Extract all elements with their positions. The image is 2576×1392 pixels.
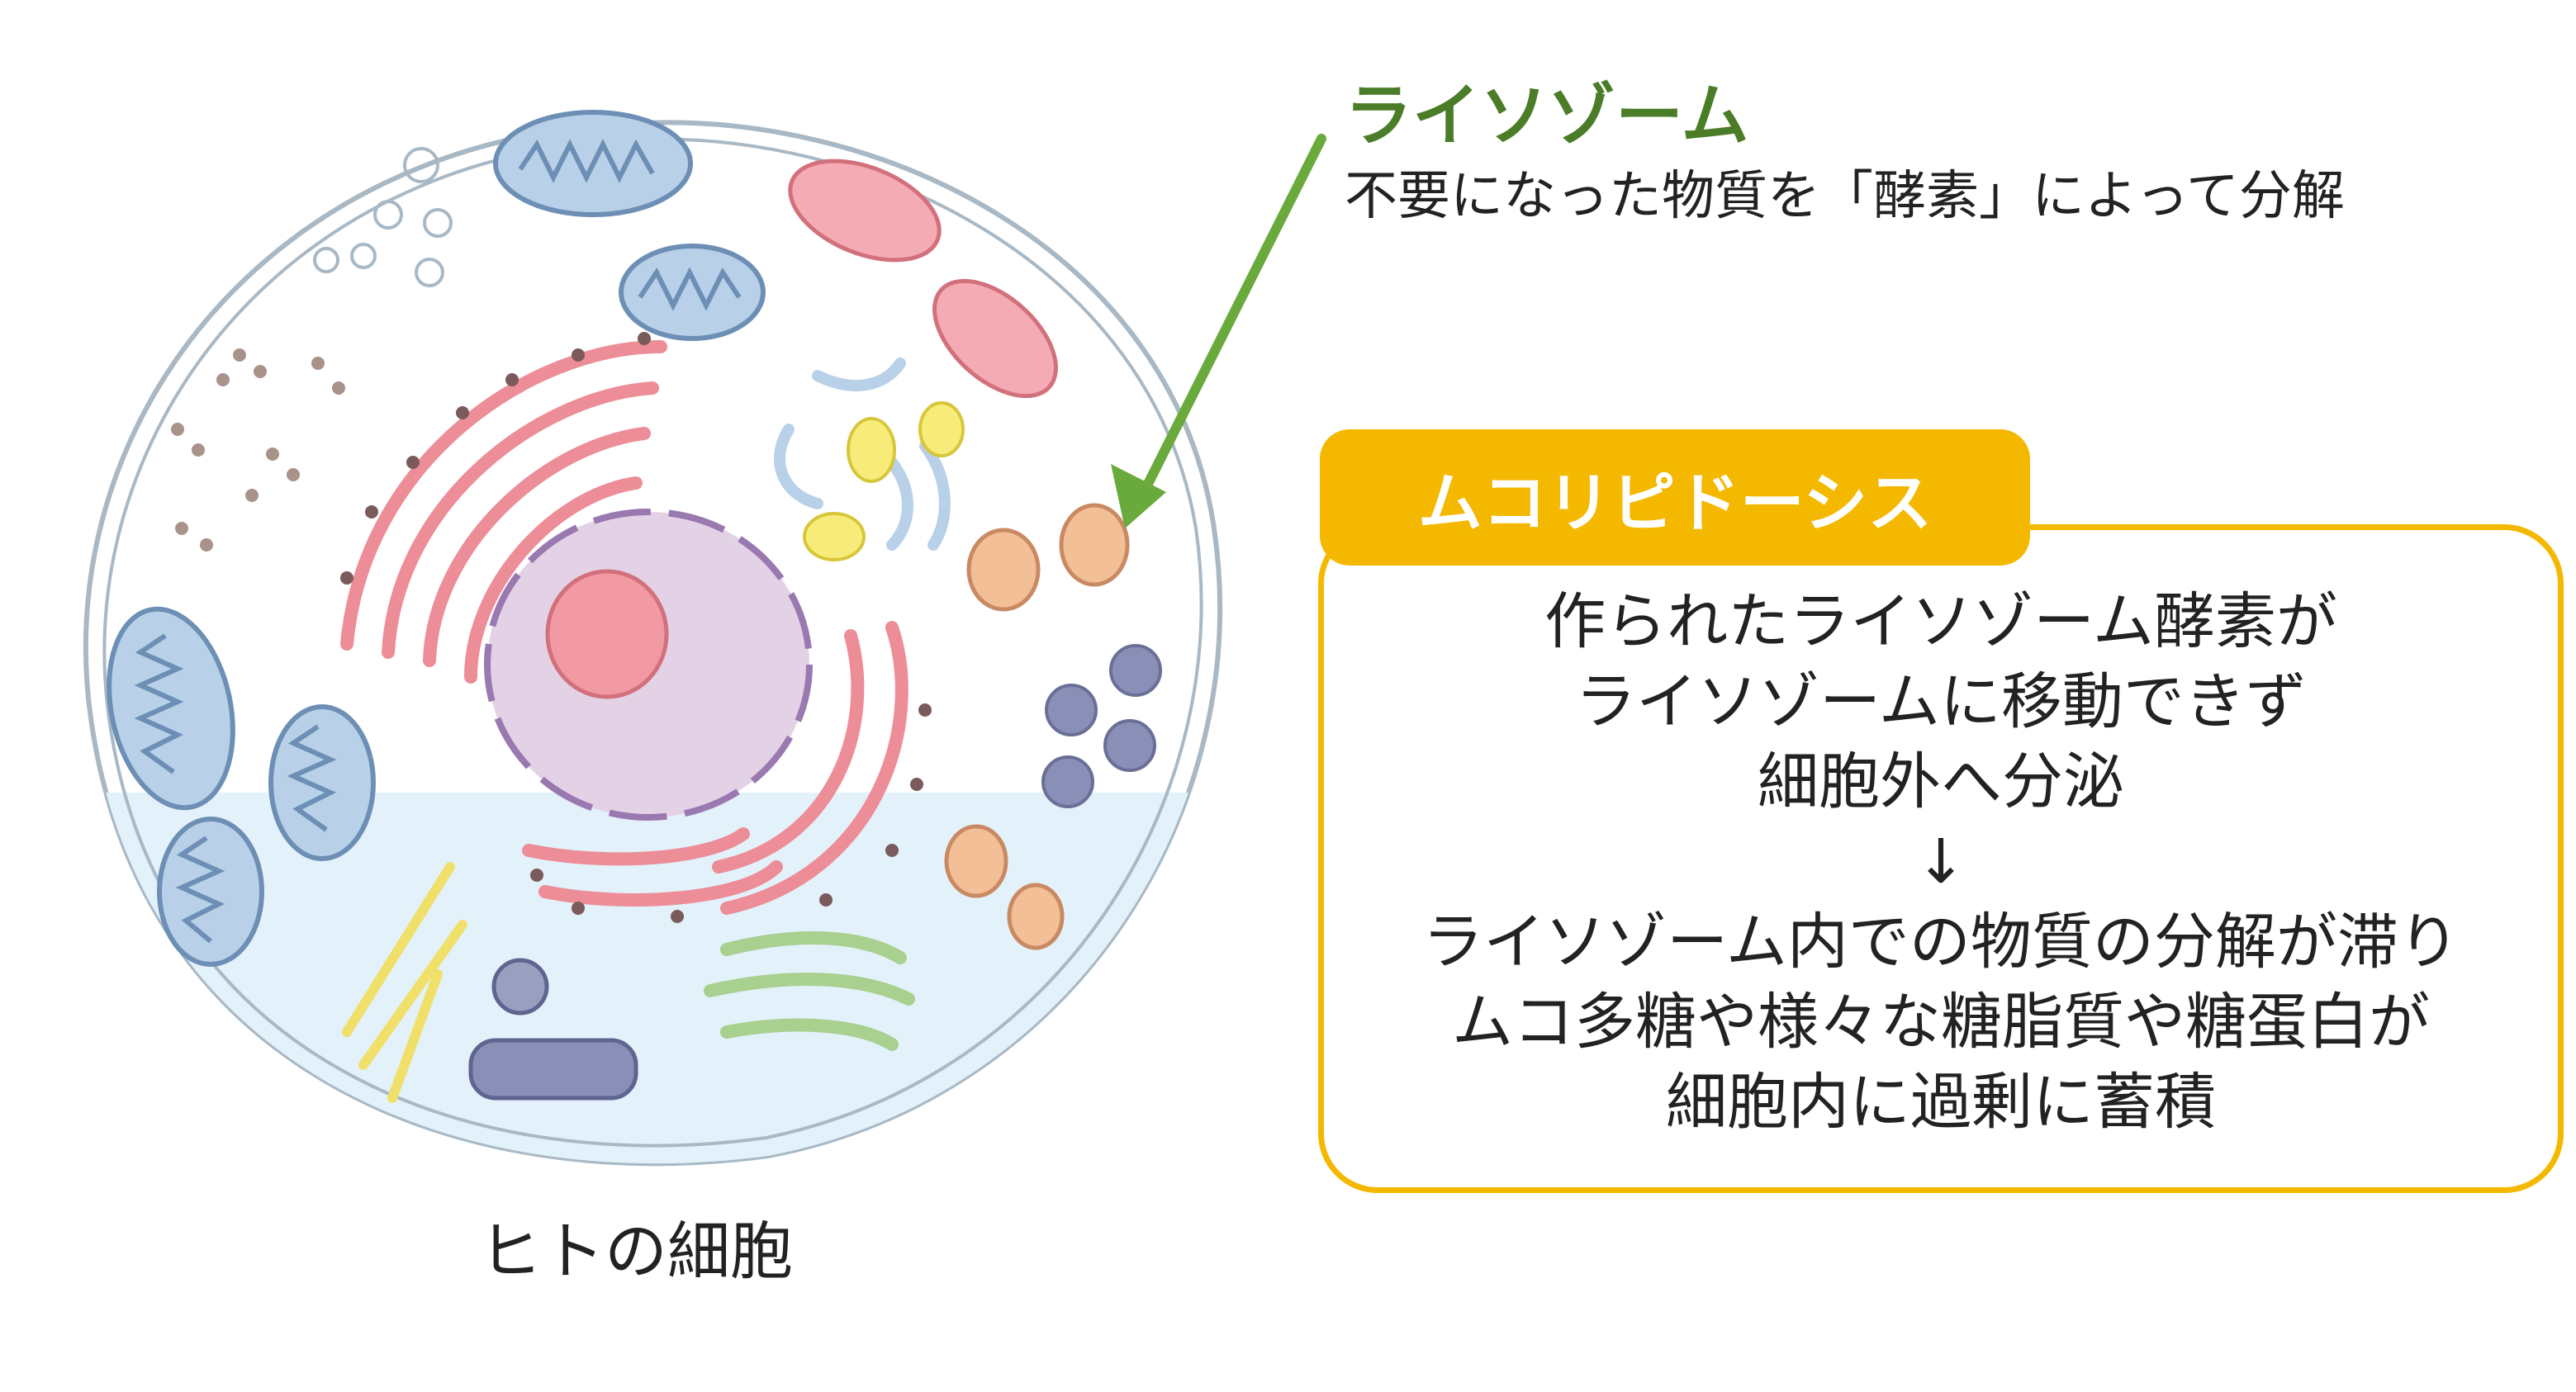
lysosome-pointer-arrow <box>1111 134 1326 528</box>
disease-line: 細胞内に過剰に蓄積 <box>1666 1067 2216 1138</box>
free-ribosomes <box>171 348 345 552</box>
down-arrow-icon: ↓ <box>1914 826 1966 897</box>
pink-vesicles <box>788 159 1058 399</box>
ribosome-dots <box>340 332 932 923</box>
cell-caption: ヒトの細胞 <box>479 1214 793 1288</box>
disease-line: ライソゾームに移動できず <box>1575 666 2307 737</box>
disease-line: ムコ多糖や様々な糖脂質や糖蛋白が <box>1452 987 2430 1058</box>
rough-endoplasmic-reticulum <box>340 340 908 915</box>
small-vesicles <box>313 147 453 287</box>
cytoskeleton-filaments <box>342 862 467 1103</box>
lysosomes <box>944 503 1130 950</box>
centriole <box>468 958 638 1101</box>
lysosome-title: ライソゾーム <box>1345 77 1749 155</box>
disease-line: 作られたライソゾーム酵素が <box>1544 586 2337 657</box>
golgi-apparatus <box>774 357 951 551</box>
disease-line: ライソゾーム内での物質の分解が滞り <box>1422 907 2460 978</box>
smooth-endoplasmic-reticulum <box>704 931 915 1051</box>
nucleus <box>484 509 813 821</box>
secretory-granules <box>1041 644 1162 808</box>
yellow-vesicles <box>803 401 965 561</box>
disease-name-tab: ムコリピドーシス <box>1320 429 2030 566</box>
disease-panel <box>1318 524 2564 1193</box>
disease-description: 作られたライソゾーム酵素が ライソゾームに移動できず 細胞外へ分泌 ↓ ライソゾ… <box>1321 582 2560 1143</box>
mitochondria <box>107 110 766 967</box>
disease-line: 細胞外へ分泌 <box>1758 746 2124 817</box>
lysosome-description: 不要になった物質を「酵素」によって分解 <box>1345 166 2345 227</box>
